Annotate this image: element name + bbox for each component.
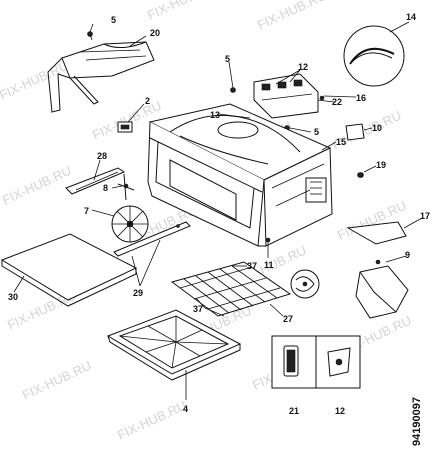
- watermark: FIX-HUB.RU: [255, 0, 329, 33]
- part-grill-rail: [65, 167, 126, 195]
- part-mount-bracket: [355, 259, 409, 319]
- callout-15: 15: [336, 137, 346, 147]
- callout-14: 14: [406, 12, 416, 22]
- callout-19: 19: [376, 160, 386, 170]
- part-side-guard: [346, 221, 407, 245]
- part-lamp-cover: [345, 123, 365, 141]
- callout-labels: 5 20 14 5 12 22 16 2 13 5 10 15 28 19 8 …: [8, 12, 430, 416]
- callout-16: 16: [356, 93, 366, 103]
- part-cable-detail: [343, 25, 405, 87]
- callout-12: 12: [298, 62, 308, 72]
- part-clip: [117, 121, 133, 133]
- callout-9: 9: [405, 250, 410, 260]
- callout-37: 37: [247, 261, 257, 271]
- part-shelf-rail: [113, 221, 191, 257]
- watermark: FIX-HUB.RU: [0, 58, 71, 103]
- callout-30: 30: [8, 292, 18, 302]
- callout-22: 22: [332, 97, 342, 107]
- part-fan: [111, 205, 149, 243]
- part-oven-cavity: [147, 103, 333, 247]
- part-base-plate: [0, 233, 138, 307]
- watermark: FIX-HUB.RU: [145, 0, 219, 23]
- callout-5: 5: [111, 15, 116, 25]
- callout-8: 8: [103, 183, 108, 193]
- callout-10: 10: [372, 123, 382, 133]
- drawing-code: 94190097: [411, 397, 423, 446]
- watermark: FIX-HUB.RU: [0, 163, 74, 208]
- part-rack-clip-detail: [290, 269, 320, 299]
- callout-17: 17: [420, 211, 430, 221]
- callout-4: 4: [183, 404, 188, 414]
- part-kit-boxes: [271, 335, 361, 389]
- callout-5: 5: [314, 127, 319, 137]
- callout-2: 2: [145, 96, 150, 106]
- callout-5: 5: [225, 54, 230, 64]
- part-switch-bracket: [253, 73, 325, 119]
- callout-28: 28: [97, 151, 107, 161]
- callout-13: 13: [210, 110, 220, 120]
- part-top-cover: [47, 41, 155, 113]
- part-fitting: [117, 173, 135, 201]
- part-bolt: [357, 172, 363, 178]
- callout-20: 20: [150, 28, 160, 38]
- watermark: FIX-HUB.RU: [115, 398, 189, 443]
- callout-29: 29: [133, 288, 143, 298]
- callout-11: 11: [264, 260, 274, 270]
- callout-21: 21: [289, 406, 299, 416]
- callout-27: 27: [283, 314, 293, 324]
- callout-37: 37: [193, 304, 203, 314]
- leader-lines: [13, 21, 423, 400]
- callout-7: 7: [84, 206, 89, 216]
- watermark: FIX-HUB.RU: [20, 358, 94, 403]
- callout-12: 12: [335, 406, 345, 416]
- part-wire-rack: [170, 261, 292, 317]
- part-drip-tray: [106, 309, 242, 381]
